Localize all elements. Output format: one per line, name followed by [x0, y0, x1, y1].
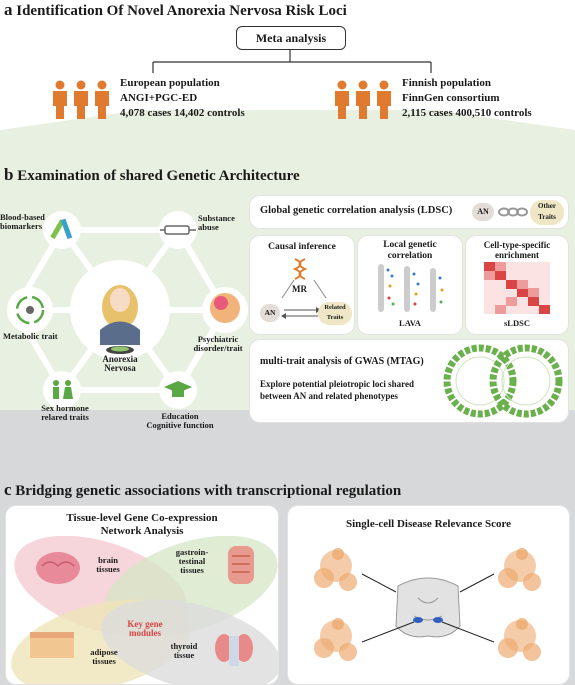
- heatmap-icon: [484, 262, 550, 314]
- node-metabolic: Metabolic trait: [3, 331, 58, 341]
- node-substance-abuse: Substance abuse: [198, 213, 235, 232]
- sldsc-label: sLDSC: [504, 318, 530, 328]
- brain-section-icon: [395, 577, 461, 638]
- brain-tissues-label: brain tissues: [96, 555, 120, 574]
- adipose-tissues-label: adipose tissues: [90, 647, 118, 666]
- scdrs-card: Single-cell Disease Relevance Score: [288, 506, 569, 684]
- node-sex-hormone: Sex hormone relared traits: [41, 403, 89, 422]
- european-line3: 4,078 cases 14,402 controls: [120, 107, 245, 119]
- coexpression-title-line1: Tissue-level Gene Co-expression: [66, 512, 218, 524]
- local-title: Local genetic correlation: [358, 240, 462, 262]
- finnish-line2: FinnGen consortium: [402, 92, 500, 104]
- coexpression-title-line2: Network Analysis: [100, 525, 184, 537]
- coexpression-card: Tissue-level Gene Co-expression Network …: [6, 506, 278, 684]
- key-gene-modules-label: Key gene modules: [127, 619, 163, 639]
- trait-hub-diagram: [7, 211, 248, 409]
- hub-center-line2: Nervosa: [104, 363, 136, 374]
- hub-center-line1: Anorexia: [102, 354, 138, 364]
- meta-analysis-box: Meta analysis: [236, 26, 346, 50]
- celltype-card: Cell-type-specific enrichment sLDSC: [466, 236, 568, 334]
- finnish-line3: 2,115 cases 400,510 controls: [402, 107, 532, 119]
- section-b-letter: b: [4, 165, 14, 184]
- node-blood-biomarkers: Blood-based biomarkers: [0, 212, 45, 231]
- hub-center-label: Anorexia Nervosa: [80, 354, 160, 374]
- local-correlation-card: Local genetic correlation LAVA: [358, 236, 462, 334]
- ldsc-other-traits: Other Traits: [530, 200, 564, 225]
- celltype-title: Cell-type-specific enrichment: [466, 240, 568, 260]
- local-title-line2: correlation: [387, 251, 433, 261]
- thyroid-icon: [215, 634, 253, 666]
- finnish-people-icon: [335, 80, 391, 119]
- ldsc-an-node: AN: [472, 203, 494, 221]
- causal-card: Causal inference MR AN Related Traits: [250, 236, 354, 334]
- syringe-icon: [160, 225, 196, 235]
- brain-head-icon: [210, 293, 240, 323]
- section-b-heading: b Examination of shared Genetic Architec…: [4, 165, 300, 185]
- causal-an-node: AN: [260, 304, 280, 322]
- finnish-line1: Finnish population: [402, 77, 491, 89]
- causal-related-node: Related Traits: [318, 302, 352, 325]
- dna-icon: [292, 258, 308, 280]
- section-a-heading: a Identification Of Novel Anorexia Nervo…: [4, 0, 347, 20]
- chain-link-icon: [498, 207, 528, 217]
- umap-bottom-right-icon: [498, 618, 541, 661]
- thyroid-tissue-label: thyroid tissue: [170, 641, 198, 660]
- european-people-icon: [53, 80, 109, 119]
- brain-icon: [36, 552, 80, 584]
- metabolic-cycle-icon: [15, 295, 45, 325]
- meta-tree-lines: [152, 50, 432, 73]
- umap-brain-diagram: [314, 548, 541, 661]
- person-illustration-icon: [100, 285, 140, 354]
- section-b-title: Examination of shared Genetic Architectu…: [17, 168, 300, 184]
- european-line2: ANGI+PGC-ED: [120, 92, 198, 104]
- adipose-tissue-icon: [30, 632, 74, 658]
- finnish-cohort: Finnish population FinnGen consortium 2,…: [402, 76, 532, 121]
- celltype-title-line2: enrichment: [495, 250, 539, 260]
- chromosome-plot-icon: [378, 264, 444, 312]
- section-c-title: Bridging genetic associations with trans…: [15, 483, 402, 499]
- section-c-letter: c: [4, 480, 12, 499]
- local-title-line1: Local genetic: [383, 240, 437, 250]
- section-c-heading: c Bridging genetic associations with tra…: [4, 480, 401, 500]
- intestine-icon: [228, 546, 254, 584]
- umap-top-right-icon: [498, 548, 541, 591]
- mtag-desc-line2: between AN and related phenotypes: [260, 391, 398, 401]
- mtag-card: multi-trait analysis of GWAS (MTAG) Expl…: [250, 340, 568, 422]
- ldsc-card: Global genetic correlation analysis (LDS…: [250, 196, 568, 228]
- lava-label: LAVA: [399, 318, 421, 328]
- gender-icon: [53, 380, 73, 399]
- causal-title: Causal inference: [268, 242, 336, 252]
- umap-top-left-icon: [314, 548, 357, 591]
- node-psychiatric: Psychiatric disorder/trait: [193, 334, 243, 353]
- section-a-title: Identification Of Novel Anorexia Nervosa…: [16, 3, 347, 19]
- scdrs-title: Single-cell Disease Relevance Score: [345, 518, 512, 530]
- node-education: Education Cognitive function: [146, 411, 214, 430]
- tissue-venn-diagram: [11, 536, 278, 684]
- european-cohort: European population ANGI+PGC-ED 4,078 ca…: [120, 76, 245, 121]
- blood-test-icon: [50, 218, 73, 240]
- umap-bottom-left-icon: [314, 618, 357, 661]
- european-line1: European population: [120, 77, 220, 89]
- section-a-letter: a: [4, 0, 13, 19]
- mr-label: MR: [292, 284, 307, 294]
- graduation-cap-icon: [164, 381, 192, 397]
- causal-arrows: [281, 279, 327, 319]
- celltype-title-line1: Cell-type-specific: [483, 240, 551, 250]
- coexpression-title: Tissue-level Gene Co-expression Network …: [6, 512, 278, 538]
- mtag-desc: Explore potential pleiotropic loci share…: [260, 378, 414, 402]
- mtag-desc-line1: Explore potential pleiotropic loci share…: [260, 379, 415, 389]
- circos-plot-icon: [443, 344, 563, 418]
- gastrointestinal-label: gastroin-testinal tissues: [175, 547, 209, 575]
- mtag-title: multi-trait analysis of GWAS (MTAG): [260, 356, 424, 367]
- ldsc-title: Global genetic correlation analysis (LDS…: [260, 205, 453, 216]
